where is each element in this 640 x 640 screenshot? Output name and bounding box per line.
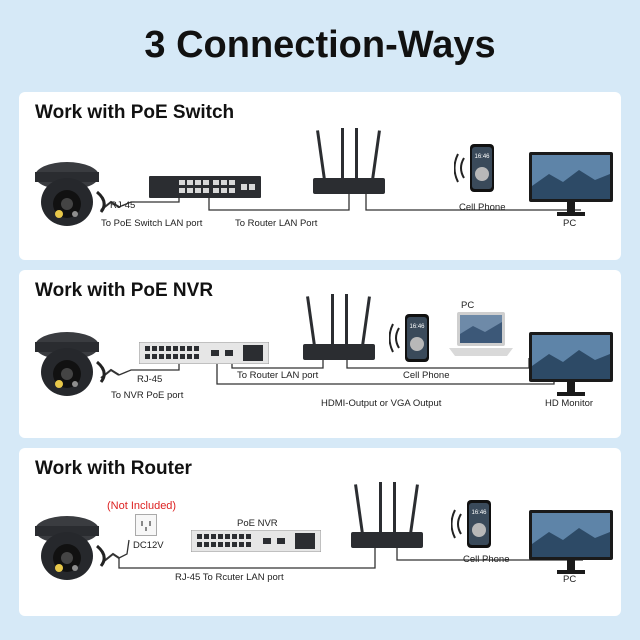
phone-time: 16:46 [474,154,490,160]
dome-camera [31,506,111,591]
label-pc: PC [461,300,475,311]
router [309,128,389,203]
wires [100,194,581,211]
label-pc: PC [563,574,577,585]
label-hd-monitor: HD Monitor [545,398,594,409]
cell-phone: 16:46 [388,310,449,375]
label-rj45: RJ-45 [110,200,136,211]
dome-camera [31,152,111,237]
pc-monitor [529,510,613,581]
label-not-included: (Not Included) [107,500,177,512]
wires [102,539,583,569]
label-to-switch: To PoE Switch LAN port [101,218,203,229]
label-pc: PC [563,218,577,229]
cell-phone: 16:46 [453,140,514,205]
label-to-router: To Router LAN port [237,370,319,381]
panel-title: Work with Router [35,458,192,479]
phone-time: 16:46 [409,324,425,330]
router [299,294,379,369]
label-cell-phone: Cell Phone [463,554,510,565]
label-cell-phone: Cell Phone [403,370,450,381]
label-poe-nvr: PoE NVR [237,518,278,529]
panel-title: Work with PoE NVR [35,280,214,301]
panel-poe-nvr: Work with PoE NVR [19,270,621,438]
laptop-pc [449,312,513,365]
hd-monitor [529,332,613,403]
phone-time: 16:46 [471,510,487,516]
label-dc12v: DC12V [133,540,164,551]
pc-monitor [529,152,613,223]
cell-phone: 16:46 [450,496,511,561]
label-rj45-router: RJ-45 To Rcuter LAN port [175,572,284,583]
label-hdmi: HDMI-Output or VGA Output [321,398,442,409]
poe-nvr [138,341,270,369]
label-to-nvr: To NVR PoE port [111,390,184,401]
router [347,482,427,557]
page-title: 3 Connection-Ways [144,24,496,66]
panel-title: Work with PoE Switch [35,102,235,123]
panel-poe-switch: Work with PoE Switch [19,92,621,260]
label-rj45: RJ-45 [137,374,163,385]
label-cell-phone: Cell Phone [459,202,506,213]
dome-camera [31,322,111,407]
poe-nvr [190,529,322,557]
label-to-router: To Router LAN Port [235,218,318,229]
panel-router: Work with Router [19,448,621,616]
poe-switch [149,176,261,203]
power-outlet-icon [135,514,157,541]
